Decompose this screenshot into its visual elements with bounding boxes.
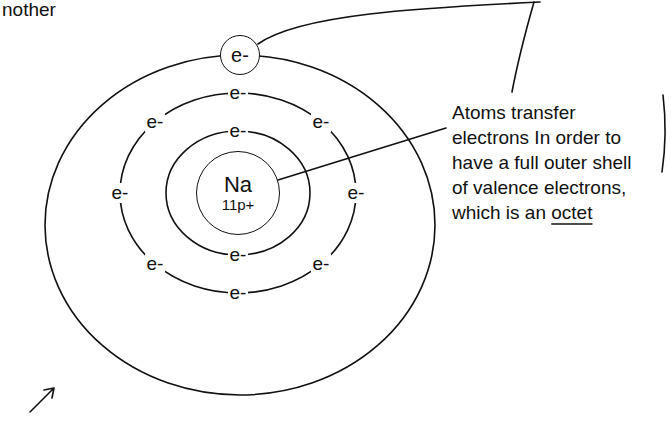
curve-line [258, 2, 540, 44]
bracket-line [662, 95, 665, 172]
underline [551, 223, 592, 225]
electron: e- [311, 112, 332, 133]
symbol-text: Na [224, 173, 252, 197]
electron: e- [346, 183, 367, 204]
outer-shell [45, 55, 435, 395]
note-fragment: nother [2, 0, 56, 21]
electron: e- [145, 254, 166, 275]
proton-count: 11p+ [222, 197, 255, 214]
electron: e- [145, 112, 166, 133]
electron: e- [228, 283, 249, 304]
leader-line [512, 2, 534, 92]
electron: e- [228, 121, 249, 142]
valence-electron-circle: e- [220, 35, 260, 75]
nucleus-circle: Na11p+ [196, 151, 280, 235]
second-shell [120, 93, 356, 293]
arrow [30, 388, 54, 412]
electron: e- [110, 183, 131, 204]
symbol-text: e- [231, 44, 249, 66]
electron: e- [228, 245, 249, 266]
electron: e- [228, 83, 249, 104]
annotation-note: Atoms transfer electrons In order to hav… [452, 100, 642, 225]
leader-line [278, 128, 446, 180]
electron: e- [311, 254, 332, 275]
inner-shell [166, 131, 310, 255]
